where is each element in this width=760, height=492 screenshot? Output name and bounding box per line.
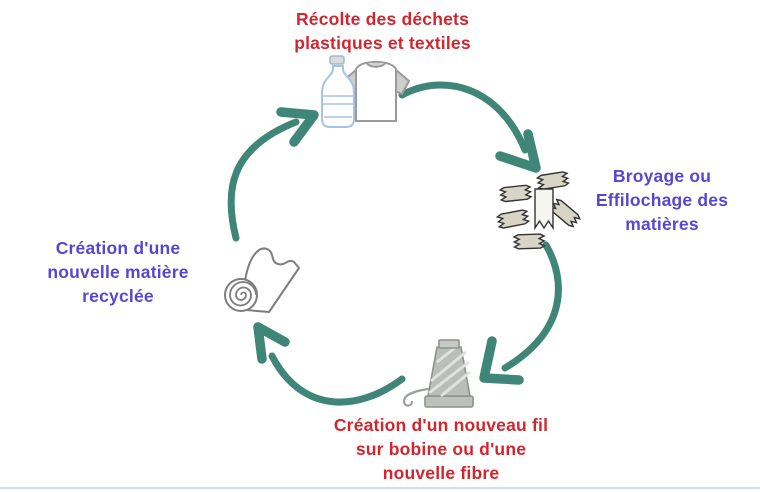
tshirt-icon [341, 60, 411, 122]
thread-cone-icon [402, 339, 474, 408]
fabric-roll-icon [224, 247, 300, 313]
arrow-spin-to-material-head [253, 322, 290, 364]
arrow-spin-to-material [268, 352, 406, 406]
arrow-shred-to-spin-head [479, 336, 524, 385]
step-label-spin: Création d'un nouveau fil sur bobine ou … [333, 415, 549, 483]
step-label-material: Création d'une nouvelle matière recyclée [47, 238, 189, 306]
bottom-rule [0, 487, 760, 489]
arrow-shred-to-spin [501, 241, 562, 372]
step-label-collect: Récolte des déchets plastiques et textil… [294, 9, 471, 53]
cycle-arrows [227, 81, 562, 406]
shredded-pieces-icon [496, 170, 582, 250]
arrow-collect-to-shred [398, 81, 529, 154]
step-label-shred: Broyage ou Effilochage des matières [595, 166, 729, 234]
arrow-material-to-collect-head [276, 107, 319, 147]
arrow-material-to-collect [227, 118, 300, 242]
plastic-bottle-icon [321, 55, 355, 128]
arrow-collect-to-shred-head [495, 129, 541, 173]
